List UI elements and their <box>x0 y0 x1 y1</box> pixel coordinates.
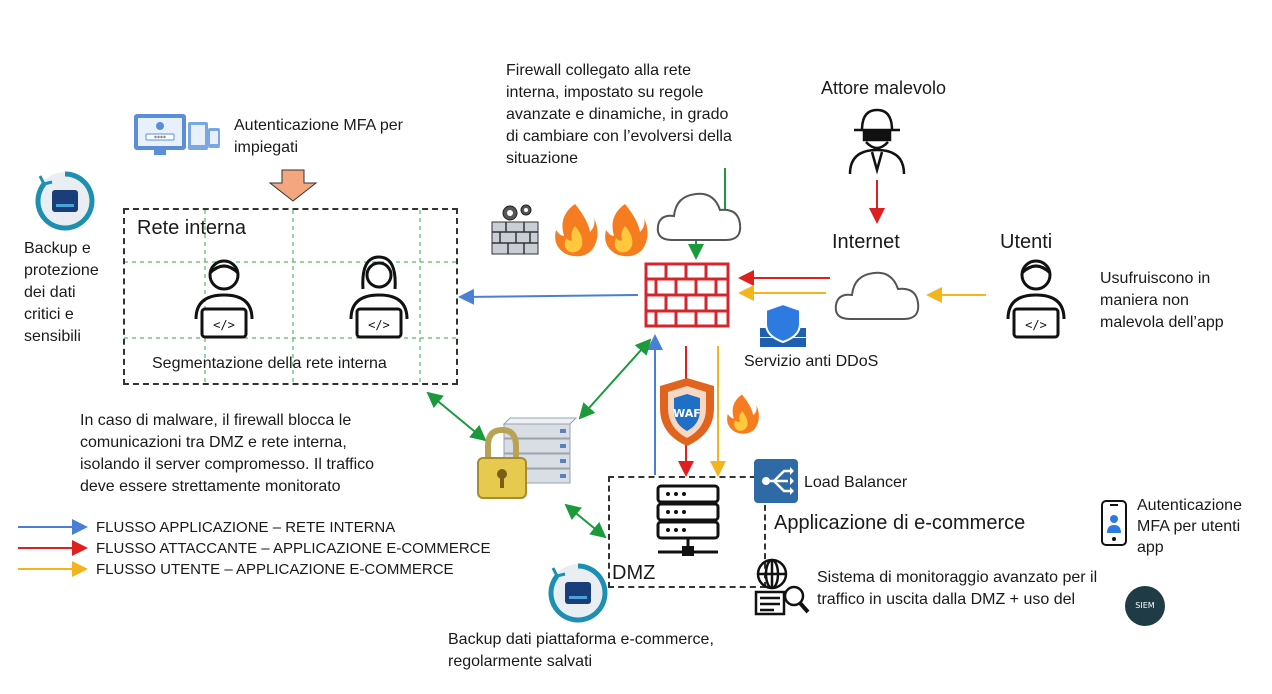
ddos-label: Servizio anti DDoS <box>744 353 879 370</box>
fire-icon-waf <box>727 394 759 434</box>
green-arrow-server-fw <box>578 338 652 420</box>
backup-bottom-label: Backup dati piattaforma e-commerce,regol… <box>448 631 714 670</box>
svg-text:</>: </> <box>213 318 235 332</box>
internet-cloud-icon <box>834 271 920 320</box>
locked-server-icon <box>477 417 578 499</box>
ecommerce-app-label: Applicazione di e-commerce <box>774 512 1026 534</box>
dmz-server-icon <box>656 484 720 556</box>
monitoring-icon <box>754 558 810 616</box>
svg-text:</>: </> <box>368 318 390 332</box>
firewall-settings-icon <box>491 204 539 255</box>
fire-icon <box>555 204 598 257</box>
internet-label: Internet <box>832 231 900 253</box>
legend-blue: FLUSSO APPLICAZIONE – RETE INTERNA <box>96 519 396 536</box>
svg-text:</>: </> <box>1025 318 1047 332</box>
mfa-computer-icon: **** <box>134 114 220 155</box>
cloud-icon <box>656 192 742 241</box>
siem-badge: SIEM <box>1125 586 1165 626</box>
users-label: Utenti <box>1000 231 1053 253</box>
backup-disk-icon <box>35 171 95 231</box>
internal-network-title: Rete interna <box>137 217 246 239</box>
legend-yellow: FLUSSO UTENTE – APPLICAZIONE E-COMMERCE <box>96 561 454 578</box>
malware-note: In caso di malware, il firewall blocca l… <box>80 412 375 495</box>
green-arrow-internal-server <box>426 391 487 442</box>
attacker-label: Attore malevolo <box>821 78 947 98</box>
green-arrow-server-dmz <box>564 503 607 539</box>
legend-red: FLUSSO ATTACCANTE – APPLICAZIONE E-COMME… <box>96 540 491 557</box>
attacker-icon <box>848 108 906 175</box>
phone-mfa-icon <box>1101 500 1127 546</box>
firewall-icon <box>644 262 730 328</box>
waf-text: WAF <box>673 407 701 420</box>
svg-text:****: **** <box>154 135 166 142</box>
internal-network-caption: Segmentazione della rete interna <box>152 355 387 372</box>
employee-icon: </> <box>194 259 254 339</box>
fire-icon-2 <box>605 204 648 257</box>
backup-disk-icon-bottom <box>548 563 608 623</box>
mfa-down-arrow <box>268 169 318 202</box>
employee-female-icon: </> <box>349 255 409 339</box>
internal-network-box <box>123 208 458 385</box>
blue-arrow-fw-internal <box>458 288 639 305</box>
ddos-shield-icon <box>760 302 806 347</box>
load-balancer-icon <box>754 459 798 503</box>
load-balancer-label: Load Balancer <box>804 474 908 491</box>
user-icon: </> <box>1006 259 1066 339</box>
siem-label: SIEM <box>1135 601 1155 610</box>
dmz-label: DMZ <box>612 562 656 584</box>
dmz-box <box>608 476 766 588</box>
waf-shield-icon: WAF <box>660 378 714 446</box>
